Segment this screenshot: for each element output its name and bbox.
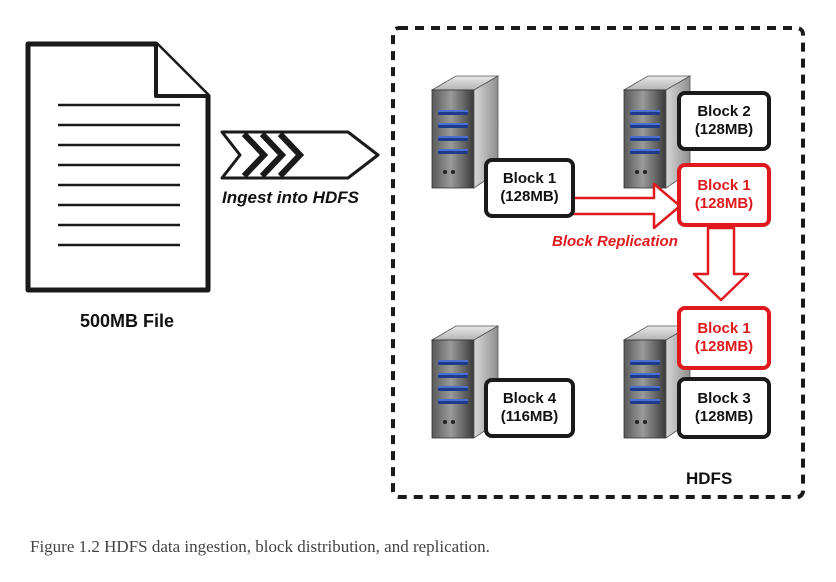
replication-arrow-right [568, 182, 682, 230]
replication-arrow-down [692, 226, 750, 302]
block-card: Block 4 (116MB) [484, 378, 575, 438]
hdfs-boundary [391, 26, 805, 499]
block-size: (128MB) [694, 408, 754, 425]
block-name: Block 2 [697, 103, 751, 120]
block-size: (128MB) [694, 121, 754, 138]
block-name: Block 3 [697, 390, 751, 407]
replication-label: Block Replication [552, 233, 678, 250]
block-replica-card: Block 1 (128MB) [677, 306, 771, 370]
block-name: Block 1 [697, 320, 751, 337]
block-card: Block 3 (128MB) [677, 377, 771, 439]
block-replica-card: Block 1 (128MB) [677, 163, 771, 227]
block-name: Block 1 [697, 177, 751, 194]
block-name: Block 4 [502, 390, 557, 407]
chevron-arrow-icon [220, 130, 380, 180]
figure-caption: Figure 1.2 HDFS data ingestion, block di… [30, 537, 490, 556]
document-icon [25, 41, 211, 293]
block-size: (128MB) [694, 338, 754, 355]
hdfs-label: HDFS [686, 469, 733, 488]
ingest-label: Ingest into HDFS [222, 188, 359, 207]
block-size: (128MB) [500, 188, 559, 205]
block-card: Block 2 (128MB) [677, 91, 771, 151]
block-card: Block 1 (128MB) [484, 158, 575, 218]
block-name: Block 1 [502, 170, 557, 187]
block-size: (116MB) [500, 408, 559, 425]
file-label: 500MB File [80, 311, 175, 331]
block-size: (128MB) [694, 195, 754, 212]
